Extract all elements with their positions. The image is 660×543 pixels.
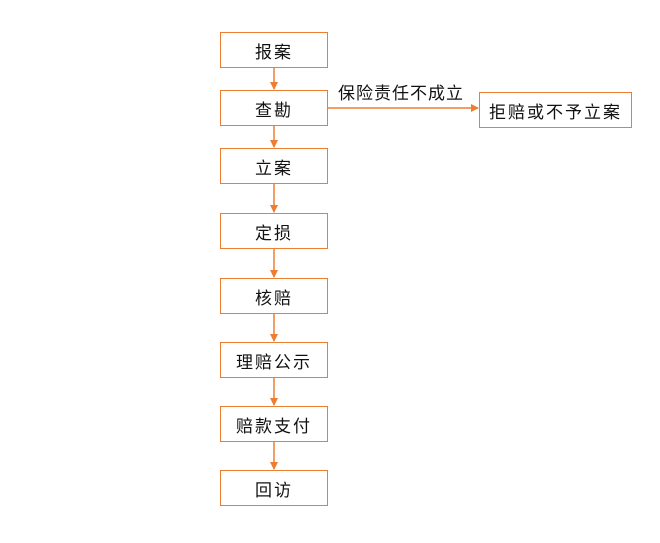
node-filing: 立案 bbox=[220, 148, 328, 184]
node-claim-verification: 核赔 bbox=[220, 278, 328, 314]
edge-label-liability-not-established: 保险责任不成立 bbox=[338, 84, 464, 104]
node-report: 报案 bbox=[220, 32, 328, 68]
node-reject-claim: 拒赔或不予立案 bbox=[479, 92, 632, 128]
node-loss-assessment: 定损 bbox=[220, 213, 328, 249]
node-follow-up: 回访 bbox=[220, 470, 328, 506]
node-claim-announcement: 理赔公示 bbox=[220, 342, 328, 378]
node-payment: 赔款支付 bbox=[220, 406, 328, 442]
node-survey: 查勘 bbox=[220, 90, 328, 126]
